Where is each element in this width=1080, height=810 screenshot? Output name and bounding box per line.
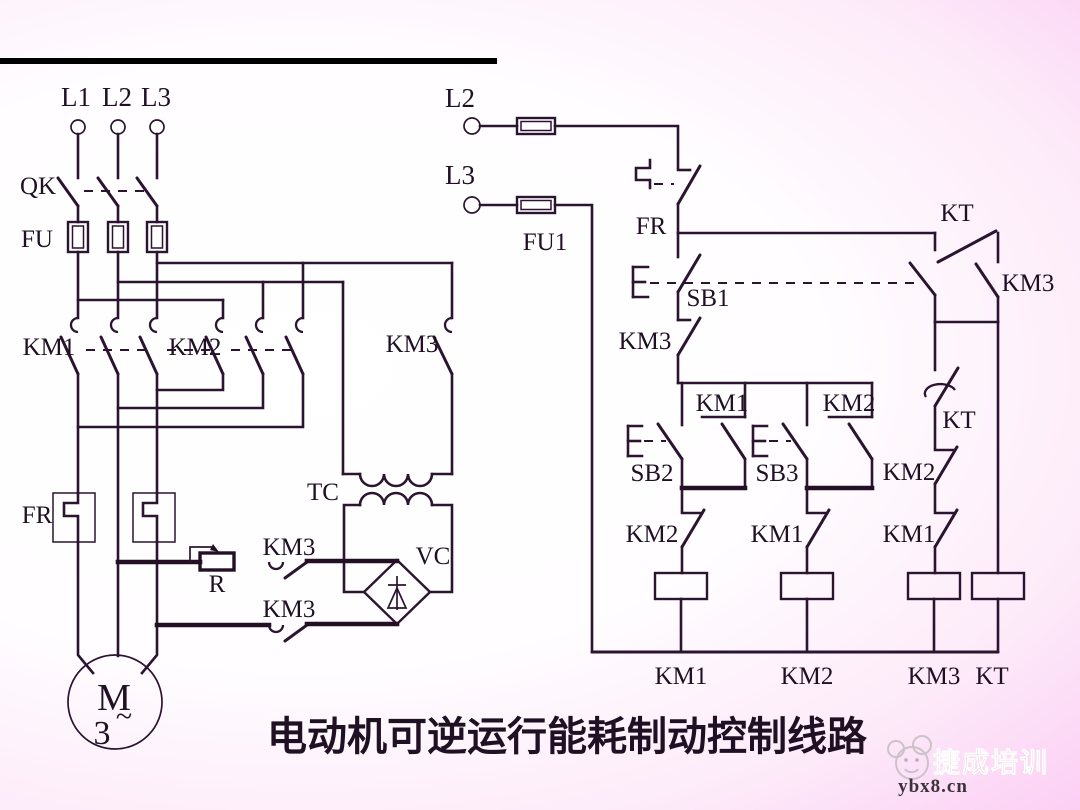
km3-coil: KM3 bbox=[906, 571, 962, 690]
km1-coil: KM1 bbox=[653, 571, 709, 690]
km1-holding-contact: KM1 bbox=[696, 381, 749, 490]
terminal-l3 bbox=[149, 119, 165, 135]
fu1-fuse-l2 bbox=[515, 116, 557, 136]
km3-brake-contact-lower bbox=[283, 623, 309, 643]
label-fr-control: FR bbox=[636, 213, 667, 240]
motor-ac-symbol: ~ bbox=[116, 700, 132, 733]
km3-holding-contact: KM3 bbox=[974, 231, 1055, 324]
label-km2-nc-brake: KM2 bbox=[883, 459, 936, 486]
km2-coil: KM2 bbox=[779, 571, 835, 690]
label-km1-holding: KM1 bbox=[696, 390, 749, 417]
control-circuit: L2 L3 FU1 FR bbox=[445, 83, 1054, 690]
label-km3-coil: KM3 bbox=[908, 663, 961, 690]
km2-crossback-wires bbox=[76, 372, 305, 429]
label-l2: L2 bbox=[102, 82, 132, 112]
brake-line-lower: KM3 bbox=[154, 596, 400, 643]
watermark-site: ybx8.cn bbox=[898, 776, 968, 797]
label-km3-brake-lower: KM3 bbox=[263, 596, 316, 623]
sb2-start-button: SB2 bbox=[626, 381, 684, 490]
sb1-stop-button: SB1 bbox=[631, 231, 920, 322]
km1-main-contacts: KM1 bbox=[23, 316, 159, 376]
qk-switch: QK bbox=[20, 132, 159, 224]
km2-holding-contact: KM2 bbox=[823, 381, 876, 490]
km2-nc-brake-branch: KM2 bbox=[883, 445, 959, 513]
km2-nc-forward-interlock: KM2 bbox=[626, 486, 706, 575]
label-fu: FU bbox=[21, 226, 53, 253]
label-km2-coil: KM2 bbox=[781, 663, 834, 690]
watermark-brand: 捷成培训 bbox=[933, 748, 1049, 778]
label-tc: TC bbox=[307, 479, 339, 506]
label-km3-interlock: KM3 bbox=[619, 328, 672, 355]
label-vc: VC bbox=[416, 543, 451, 570]
kt-delay-contact: KT bbox=[923, 320, 976, 450]
label-km2-nc-fwd: KM2 bbox=[626, 521, 679, 548]
kt-nc-contact: KT bbox=[933, 200, 998, 264]
km3-brake-contact-upper bbox=[283, 560, 309, 580]
label-sb2: SB2 bbox=[630, 460, 673, 487]
label-km1-main: KM1 bbox=[23, 334, 76, 361]
km3-main-contact: KM3 bbox=[386, 316, 454, 476]
label-sb3: SB3 bbox=[755, 460, 798, 487]
vc-rectifier: VC bbox=[362, 543, 451, 626]
diagram-title: 电动机可逆运行能耗制动控制线路 bbox=[267, 714, 868, 759]
label-km1-nc-rev: KM1 bbox=[751, 521, 804, 548]
watermark-logo-icon bbox=[887, 735, 932, 780]
motor-feeders bbox=[76, 372, 159, 675]
fu1-fuse-l3 bbox=[515, 195, 557, 215]
label-km3-holding: KM3 bbox=[1002, 270, 1055, 297]
label-km2-holding: KM2 bbox=[823, 390, 876, 417]
motor-phase-count: 3 bbox=[94, 715, 111, 752]
terminal-l1 bbox=[70, 119, 86, 135]
power-wiring bbox=[76, 250, 454, 476]
label-fr-power: FR bbox=[22, 502, 53, 529]
power-circuit: L1 L2 L3 QK FU bbox=[20, 82, 454, 752]
sb3-start-button: SB3 bbox=[751, 381, 809, 490]
label-km1-nc-brake: KM1 bbox=[883, 521, 936, 548]
label-km1-coil: KM1 bbox=[655, 663, 708, 690]
label-l3: L3 bbox=[141, 82, 171, 112]
label-r: R bbox=[209, 571, 226, 598]
label-kt-coil: KT bbox=[975, 663, 1008, 690]
km2-main-contacts: KM2 bbox=[86, 316, 305, 376]
label-qk: QK bbox=[20, 173, 56, 200]
label-l1: L1 bbox=[61, 82, 91, 112]
label-km3-main: KM3 bbox=[386, 331, 439, 358]
terminal-l2 bbox=[110, 119, 126, 135]
label-km3-brake-upper: KM3 bbox=[263, 534, 316, 561]
motor-symbol: M bbox=[97, 677, 131, 719]
label-kt-top: KT bbox=[940, 200, 973, 227]
km1-nc-reverse-interlock: KM1 bbox=[751, 486, 831, 575]
kt-coil: KT bbox=[970, 571, 1026, 690]
watermark: 捷成培训 ybx8.cn bbox=[887, 735, 1049, 797]
fr-nc-contact: FR bbox=[634, 158, 702, 240]
label-kt-delay: KT bbox=[942, 407, 975, 434]
label-km2-main: KM2 bbox=[169, 334, 222, 361]
top-divider-bar bbox=[0, 58, 497, 64]
motor: M 3 ~ bbox=[67, 654, 163, 752]
label-ctl-l3: L3 bbox=[445, 160, 475, 190]
fr-overload-heaters: FR bbox=[22, 491, 176, 544]
label-fu1: FU1 bbox=[523, 229, 567, 256]
fu-fuses: FU bbox=[21, 220, 169, 254]
terminal-ctl-l2 bbox=[463, 117, 481, 135]
brake-line-upper: R KM3 bbox=[115, 534, 400, 598]
sb1-no-linked-contact bbox=[908, 261, 937, 324]
tc-transformer: TC bbox=[307, 472, 454, 594]
label-sb1: SB1 bbox=[686, 285, 729, 312]
label-ctl-l2: L2 bbox=[445, 83, 475, 113]
km3-nc-interlock: KM3 bbox=[619, 316, 702, 385]
terminal-ctl-l3 bbox=[463, 196, 481, 214]
r-resistor bbox=[198, 551, 236, 572]
r-adjust-arrow bbox=[210, 544, 219, 552]
km1-nc-brake-branch: KM1 bbox=[883, 508, 959, 575]
